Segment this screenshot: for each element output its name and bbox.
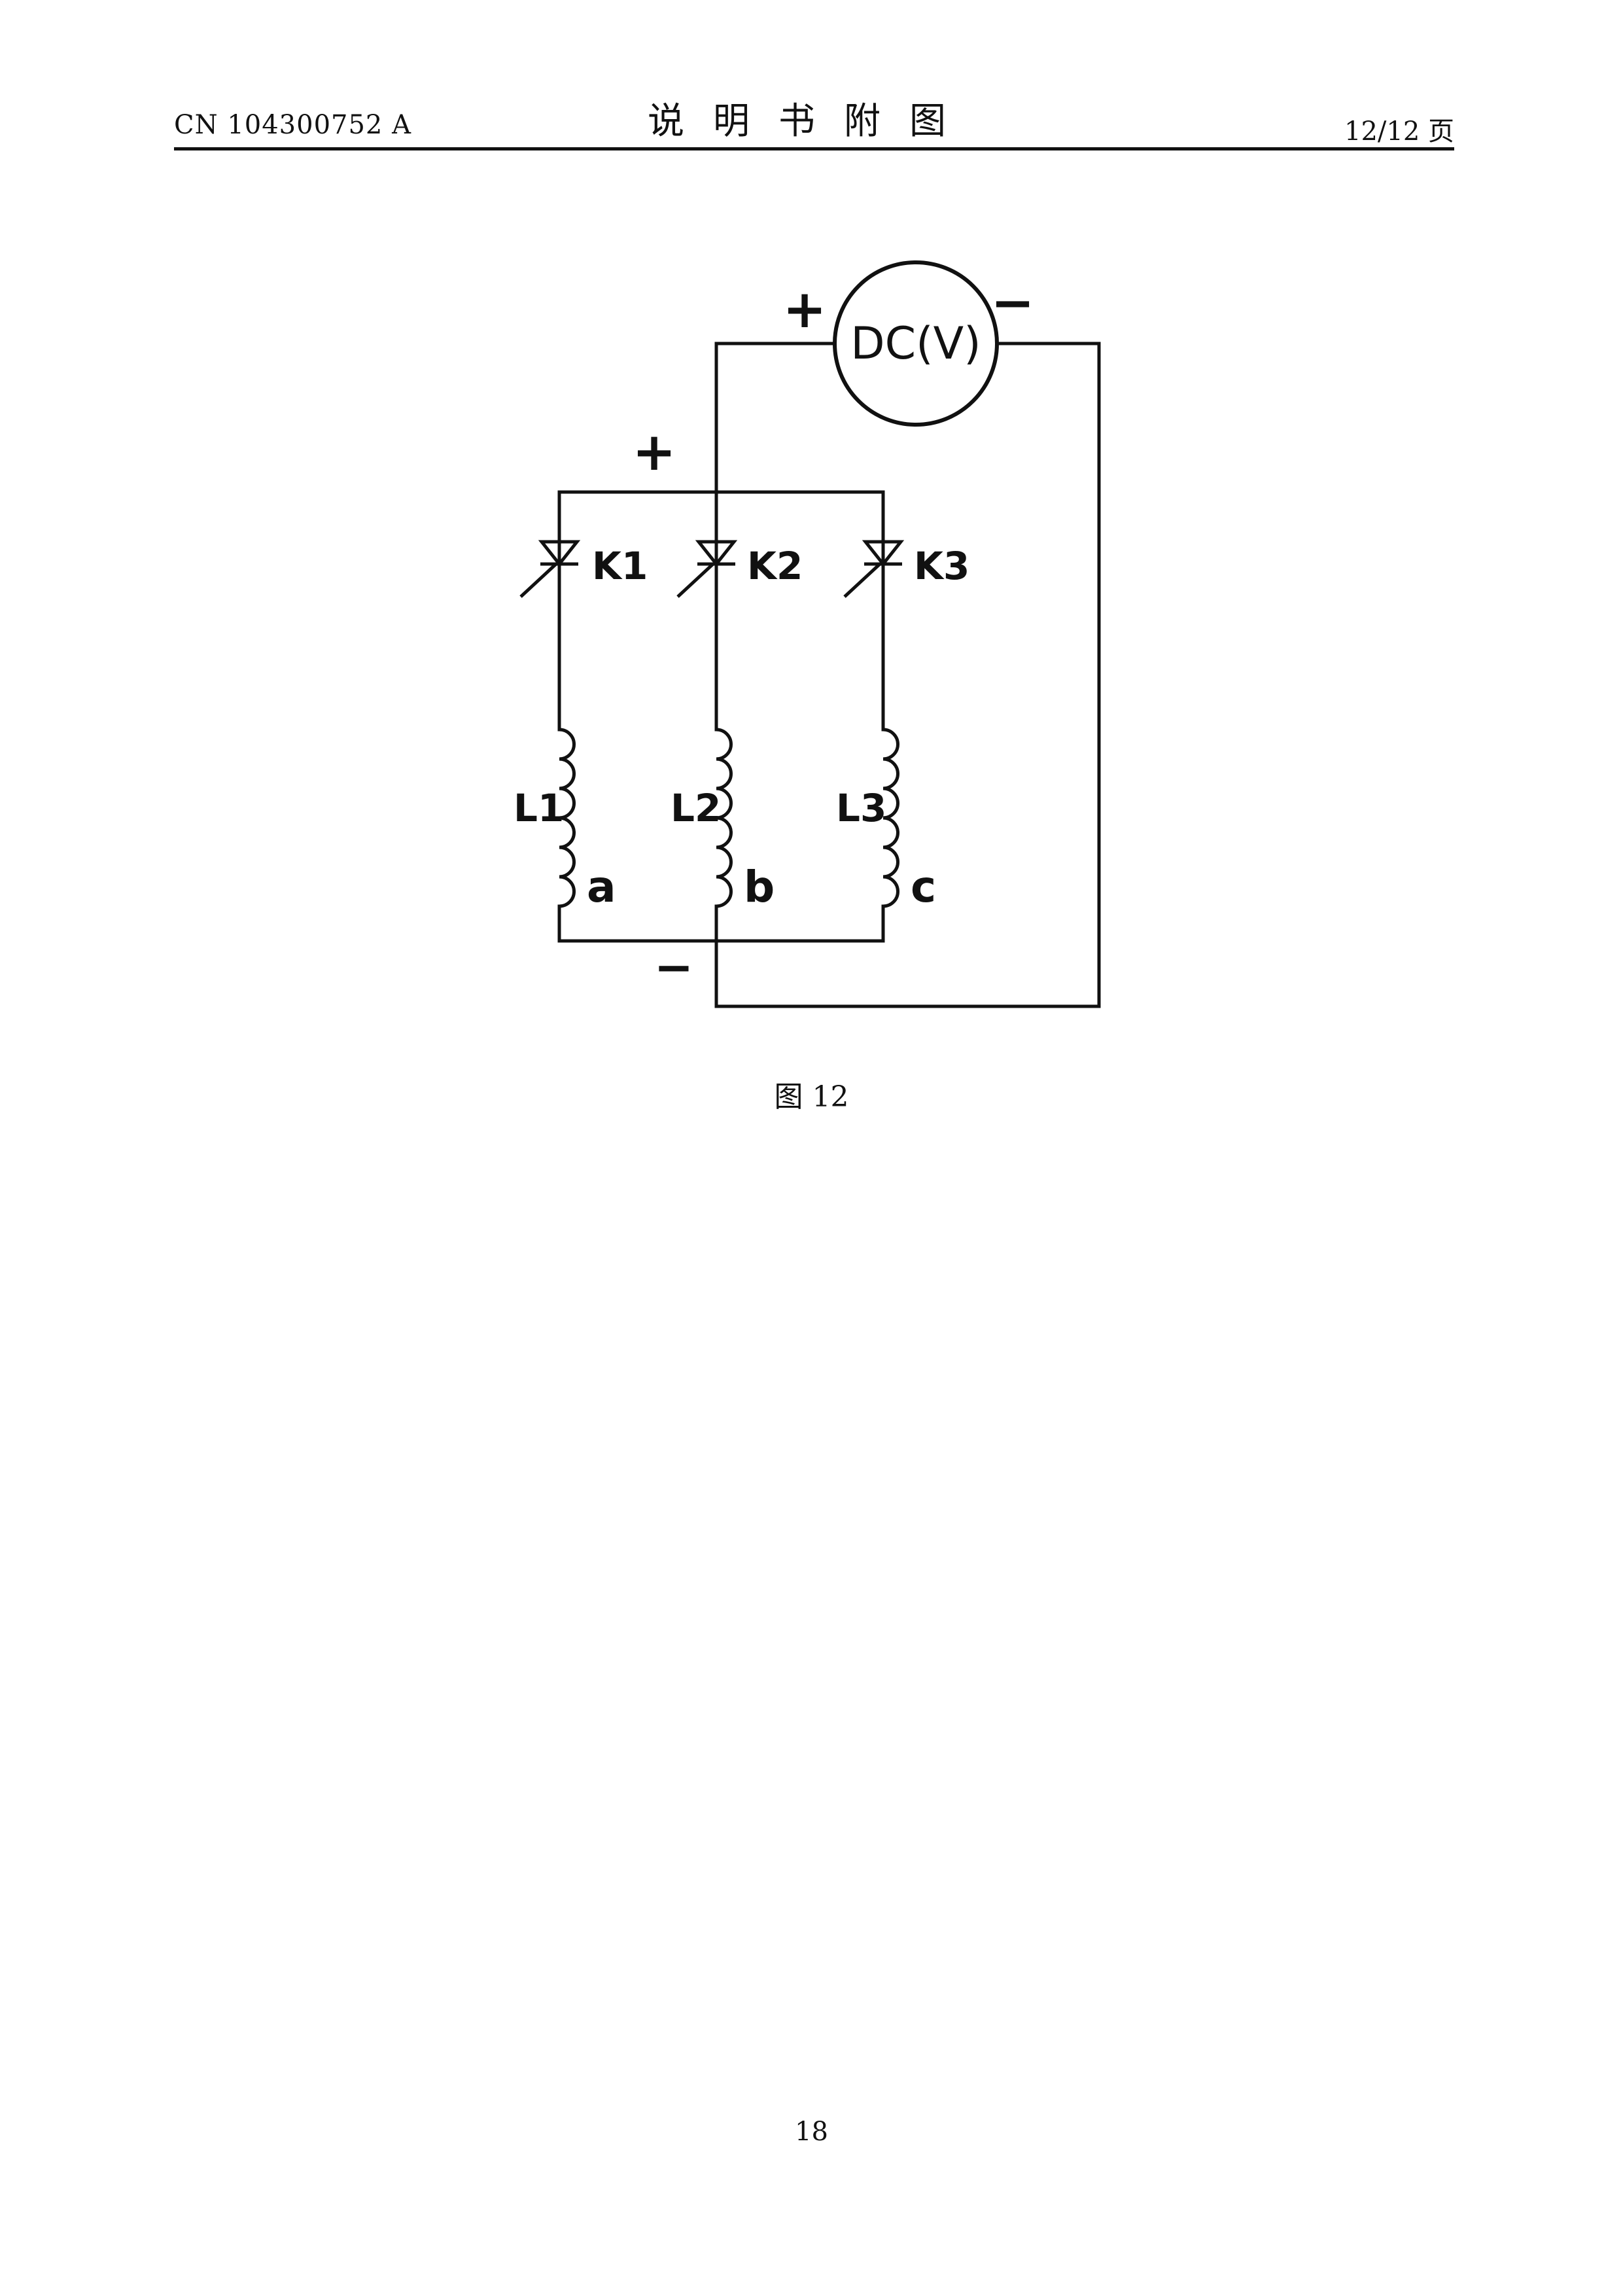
patent-number: CN 104300752 A [174,110,411,140]
coil-label-l3: L3 [836,786,886,830]
voltmeter-circle [833,260,999,427]
bus-plus-sign: + [632,421,676,482]
thyristor-k3-icon [843,540,905,598]
coil-label-l2: L2 [671,786,721,830]
header-divider [174,147,1454,150]
meter-plus-sign: + [782,279,826,340]
figure-caption: 图 12 [774,1080,849,1114]
voltmeter-label: DC(V) [850,318,981,370]
meter-minus-sign: − [990,272,1034,333]
thyristor-k2-icon [676,540,738,598]
coil-end-b: b [744,862,775,912]
inductor-l3-icon [882,728,899,908]
inductor-l2-icon [716,728,733,908]
switch-label-k3: K3 [914,544,969,588]
coil-end-c: c [911,862,936,912]
thyristor-k1-icon [519,540,581,598]
switch-label-k1: K1 [592,544,648,588]
coil-label-l1: L1 [514,786,564,830]
bus-minus-sign: − [654,940,693,995]
page-number: 18 [795,2117,828,2147]
switch-label-k2: K2 [747,544,803,588]
inductor-l1-icon [559,728,576,908]
page-count: 12/12 页 [1344,116,1454,147]
coil-end-a: a [587,862,616,912]
section-title: 说明书附图 [648,100,975,143]
